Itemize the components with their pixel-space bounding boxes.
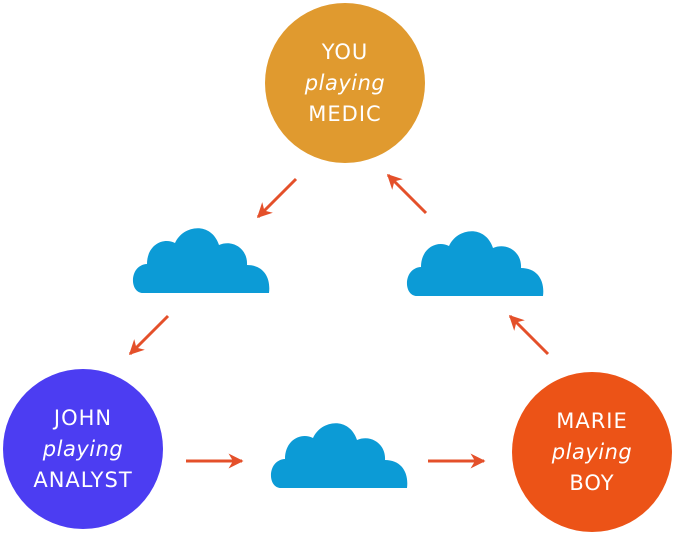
- player-name: JOHN: [53, 405, 113, 430]
- player-name: YOU: [321, 39, 369, 64]
- arrow-right-cloud-to-you: [386, 173, 428, 215]
- player-connector: playing: [42, 436, 124, 461]
- player-role: BOY: [569, 470, 615, 495]
- player-name: MARIE: [556, 408, 628, 433]
- player-node-you: YOU playing MEDIC: [265, 3, 425, 163]
- player-role: MEDIC: [308, 101, 382, 126]
- cloud-icon: [132, 228, 270, 293]
- player-node-marie: MARIE playing BOY: [512, 372, 672, 532]
- arrow-marie-to-right-cloud: [508, 314, 550, 356]
- arrow-you-to-left-cloud: [256, 177, 298, 219]
- cloud-icon: [270, 423, 408, 488]
- arrow-left-cloud-to-john: [128, 314, 170, 356]
- player-connector: playing: [304, 70, 386, 95]
- player-role: ANALYST: [33, 467, 133, 492]
- player-node-john: JOHN playing ANALYST: [3, 369, 163, 529]
- cloud-icon: [406, 231, 544, 296]
- player-connector: playing: [551, 439, 633, 464]
